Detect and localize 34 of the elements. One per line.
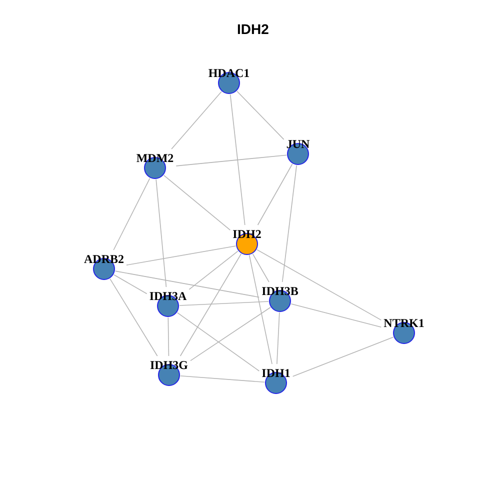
edge-line bbox=[276, 312, 280, 364]
edge-line bbox=[179, 301, 269, 306]
edge-line bbox=[180, 253, 242, 356]
node-label: NTRK1 bbox=[384, 317, 424, 329]
edge-line bbox=[290, 303, 382, 328]
edge-line bbox=[126, 246, 236, 266]
edge-line bbox=[176, 154, 287, 166]
edge-line bbox=[113, 178, 150, 250]
edge-line bbox=[171, 91, 222, 150]
edge-line bbox=[188, 250, 238, 290]
edge-line bbox=[114, 270, 260, 298]
edge-line bbox=[256, 249, 382, 320]
edge-line bbox=[180, 375, 265, 383]
edge-line bbox=[230, 94, 246, 226]
node-label: IDH3B bbox=[262, 285, 298, 297]
chart-title: IDH2 bbox=[237, 21, 269, 38]
edge-line bbox=[114, 274, 148, 294]
edge-line bbox=[248, 254, 272, 364]
node-label: IDH3G bbox=[150, 359, 188, 371]
edge-line bbox=[168, 317, 170, 356]
node-label: ADRB2 bbox=[84, 253, 124, 265]
node-label: HDAC1 bbox=[208, 67, 250, 79]
edge-line bbox=[110, 278, 158, 356]
node-label: IDH3A bbox=[149, 290, 187, 302]
edge-line bbox=[257, 164, 293, 226]
edge-line bbox=[282, 165, 297, 282]
edge-line bbox=[292, 336, 394, 377]
edge-line bbox=[176, 312, 260, 372]
node-label: MDM2 bbox=[136, 152, 174, 164]
edge-line bbox=[156, 179, 167, 288]
edge-line bbox=[163, 174, 231, 230]
edge-line bbox=[236, 90, 284, 140]
edge-line bbox=[252, 254, 270, 282]
edge-line bbox=[190, 306, 271, 362]
